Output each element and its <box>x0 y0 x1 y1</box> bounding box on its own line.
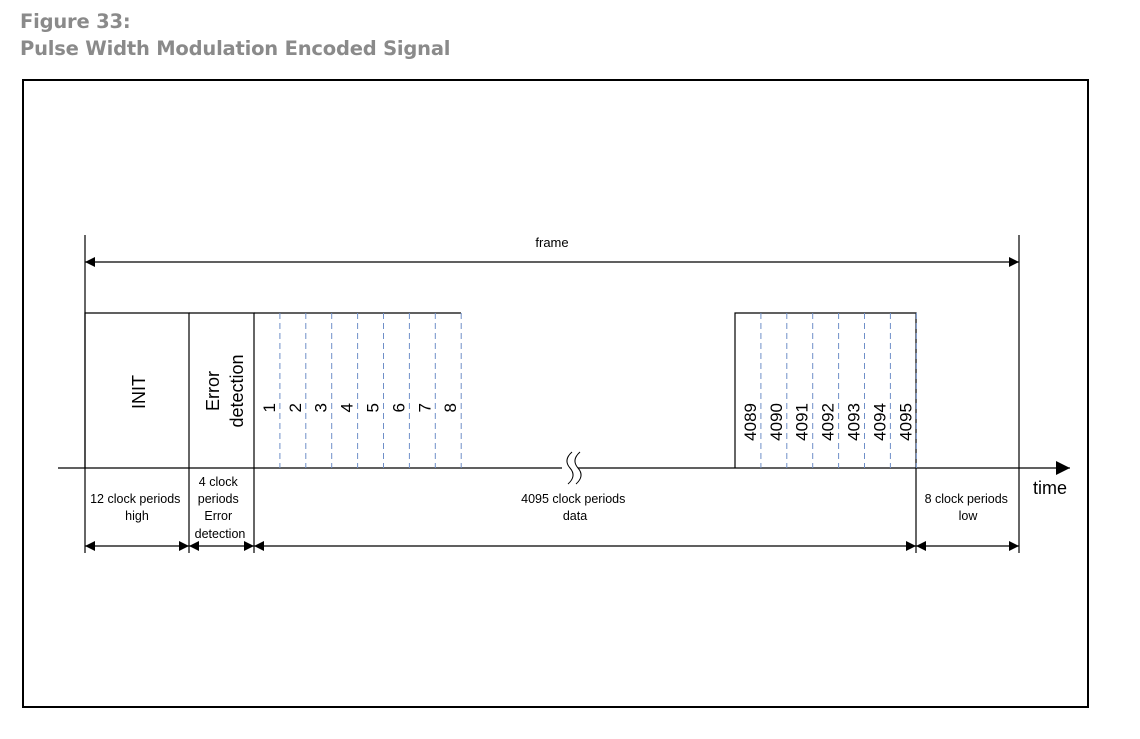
error-label-line2: detection <box>227 354 247 427</box>
figure-title: Pulse Width Modulation Encoded Signal <box>20 37 451 60</box>
axis-break-mark <box>566 451 582 485</box>
low-segment-label: 8 clock periods low <box>925 492 1012 523</box>
init-label: INIT <box>129 375 149 409</box>
diagram-border <box>22 79 1089 708</box>
data-end-block <box>734 312 917 468</box>
bit-label: 4093 <box>845 403 864 441</box>
bit-label: 1 <box>260 403 279 412</box>
frame-label: frame <box>535 235 568 250</box>
error-segment-label: 4 clock periods Error detection <box>195 475 246 541</box>
figure-number: Figure 33: <box>20 10 131 33</box>
bit-label: 6 <box>389 403 408 412</box>
bit-label: 4092 <box>819 403 838 441</box>
figure-caption: Figure 33: Pulse Width Modulation Encode… <box>20 8 450 62</box>
bit-label: 4091 <box>793 403 812 441</box>
init-block <box>84 312 190 468</box>
init-segment-label: 12 clock periods high <box>90 492 184 523</box>
bit-label: 5 <box>364 403 383 412</box>
error-label-line1: Error <box>203 371 223 411</box>
bit-label: 8 <box>441 403 460 412</box>
bit-label: 4090 <box>767 403 786 441</box>
data-bits-end: 4089 4090 4091 4092 4093 4094 4095 <box>741 313 917 468</box>
data-segment-label: 4095 clock periods data <box>521 492 629 523</box>
bit-label: 4094 <box>870 403 889 441</box>
bit-label: 4 <box>338 403 357 412</box>
bit-label: 4089 <box>741 403 760 441</box>
bit-label: 3 <box>312 403 331 412</box>
bit-label: 2 <box>286 403 305 412</box>
bit-label: 7 <box>415 403 434 412</box>
time-label: time <box>1033 478 1067 498</box>
bit-label: 4095 <box>896 403 915 441</box>
